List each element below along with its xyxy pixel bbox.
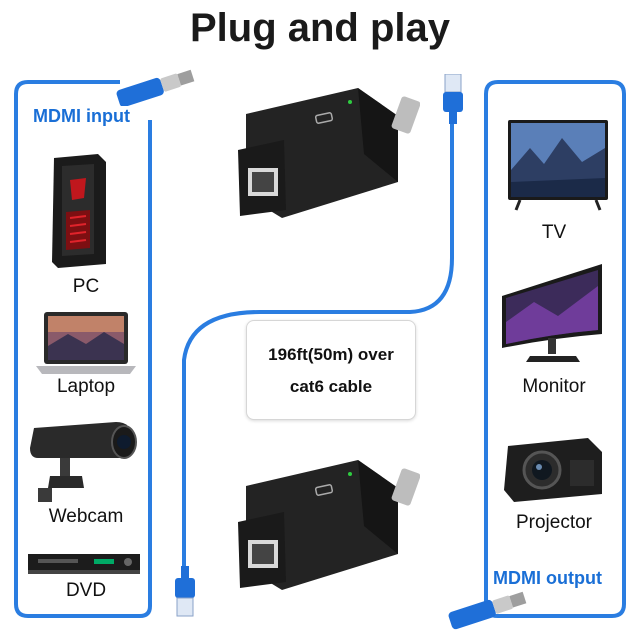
hdmi-extender-receiver (238, 460, 420, 590)
device-label-webcam: Webcam (48, 506, 124, 527)
cable-length-note: 196ft(50m) over cat6 cable (246, 320, 416, 420)
device-label-monitor: Monitor (522, 376, 586, 397)
device-label-pc: PC (72, 276, 100, 297)
laptop-icon (36, 312, 136, 374)
cable-note-line-1: 196ft(50m) over (268, 345, 394, 364)
webcam-icon (30, 422, 137, 502)
device-label-projector: Projector (515, 512, 593, 533)
device-label-tv: TV (541, 222, 567, 243)
tv-icon (508, 120, 608, 211)
hdmi-plug-icon (116, 69, 195, 108)
hdmi-plug-icon (448, 591, 527, 630)
page-title: Plug and play (189, 6, 451, 50)
monitor-icon (502, 264, 602, 362)
pc-tower-icon (52, 154, 106, 268)
device-label-laptop: Laptop (56, 376, 116, 397)
hdmi-extender-transmitter (238, 88, 420, 218)
projector-icon (504, 438, 602, 502)
device-label-dvd: DVD (65, 580, 107, 601)
dvd-player-icon (28, 554, 140, 574)
rj45-plug-icon (443, 74, 463, 124)
rj45-plug-icon (175, 566, 195, 617)
output-label: MDMI output (490, 568, 605, 589)
cable-note-line-2: cat6 cable (289, 377, 373, 396)
input-label: MDMI input (30, 106, 133, 127)
